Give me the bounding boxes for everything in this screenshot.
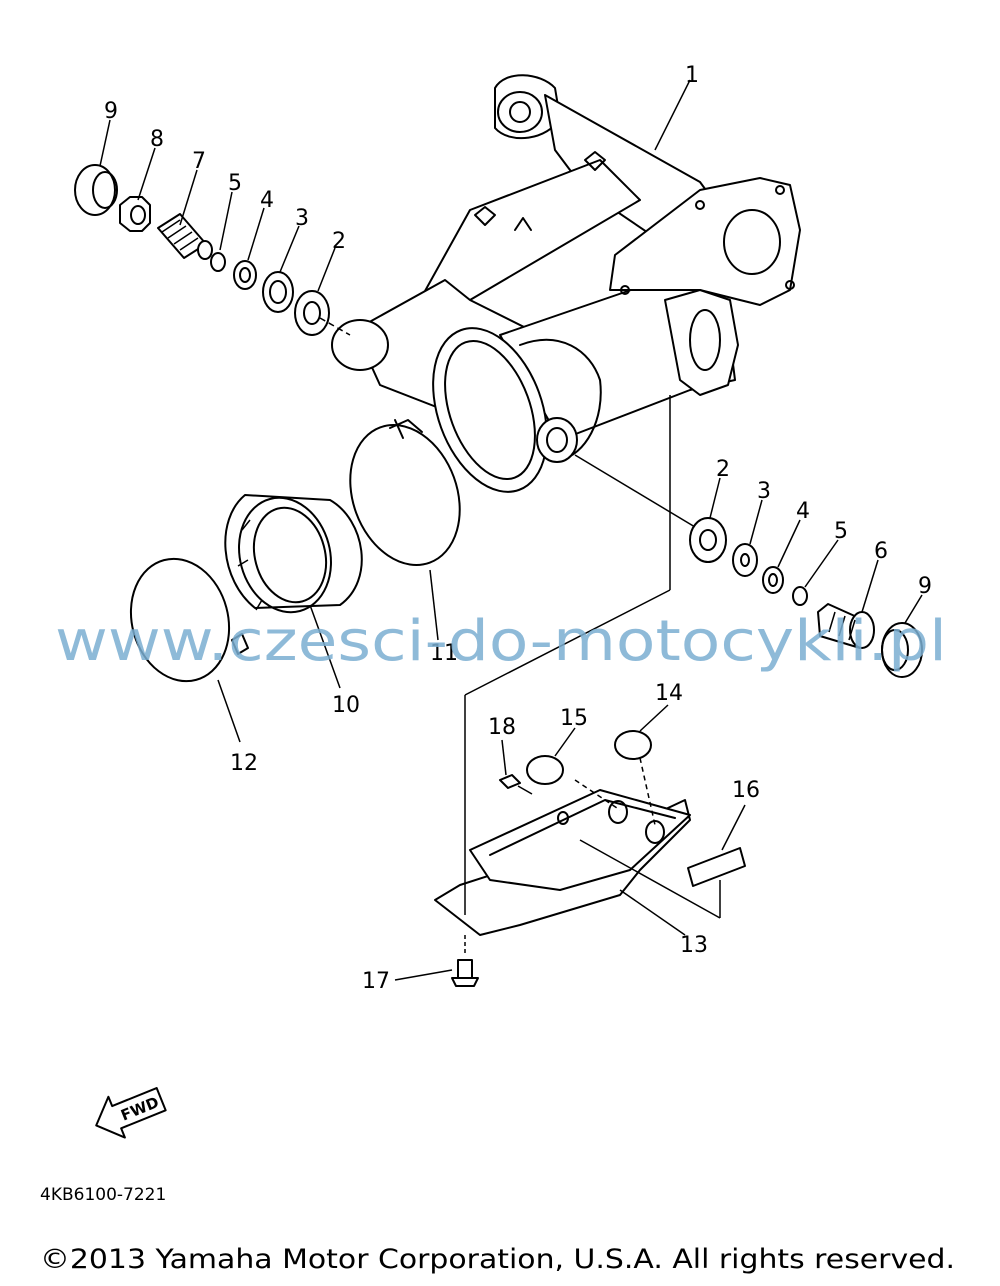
label-9-right: 9 [918, 574, 932, 599]
label-5-right: 5 [834, 519, 848, 544]
label-4-left: 4 [260, 188, 274, 213]
watermark-text: www.czesci-do-motocykli.pl [55, 609, 947, 674]
label-18: 18 [488, 715, 516, 740]
part-number-labels: 1 2 3 4 5 7 8 9 2 3 4 5 6 9 10 11 12 13 … [104, 63, 932, 994]
left-pivot-hardware [74, 164, 351, 336]
copyright-notice: ©2013 Yamaha Motor Corporation, U.S.A. A… [40, 1244, 955, 1275]
label-8: 8 [150, 127, 164, 152]
label-1: 1 [685, 63, 699, 88]
label-4-right: 4 [796, 499, 810, 524]
label-leaders [99, 79, 923, 981]
label-15: 15 [560, 706, 588, 731]
diagram-code: 4KB6100-7221 [40, 1185, 166, 1205]
label-14: 14 [655, 681, 683, 706]
label-3-left: 3 [295, 206, 309, 231]
fwd-arrow-icon: FWD [95, 1087, 167, 1139]
label-17: 17 [362, 969, 390, 994]
label-7: 7 [192, 149, 206, 174]
label-13: 13 [680, 933, 708, 958]
right-pivot-hardware [574, 454, 923, 678]
label-6: 6 [874, 539, 888, 564]
boot-and-bands [129, 419, 461, 683]
label-2-left: 2 [332, 229, 346, 254]
swingarm-body [331, 74, 801, 493]
label-12: 12 [230, 751, 258, 776]
label-10: 10 [332, 693, 360, 718]
label-5-left: 5 [228, 171, 242, 196]
label-3-right: 3 [757, 479, 771, 504]
label-16: 16 [732, 778, 760, 803]
label-2-right: 2 [716, 457, 730, 482]
label-9-left: 9 [104, 99, 118, 124]
label-11: 11 [430, 641, 458, 666]
